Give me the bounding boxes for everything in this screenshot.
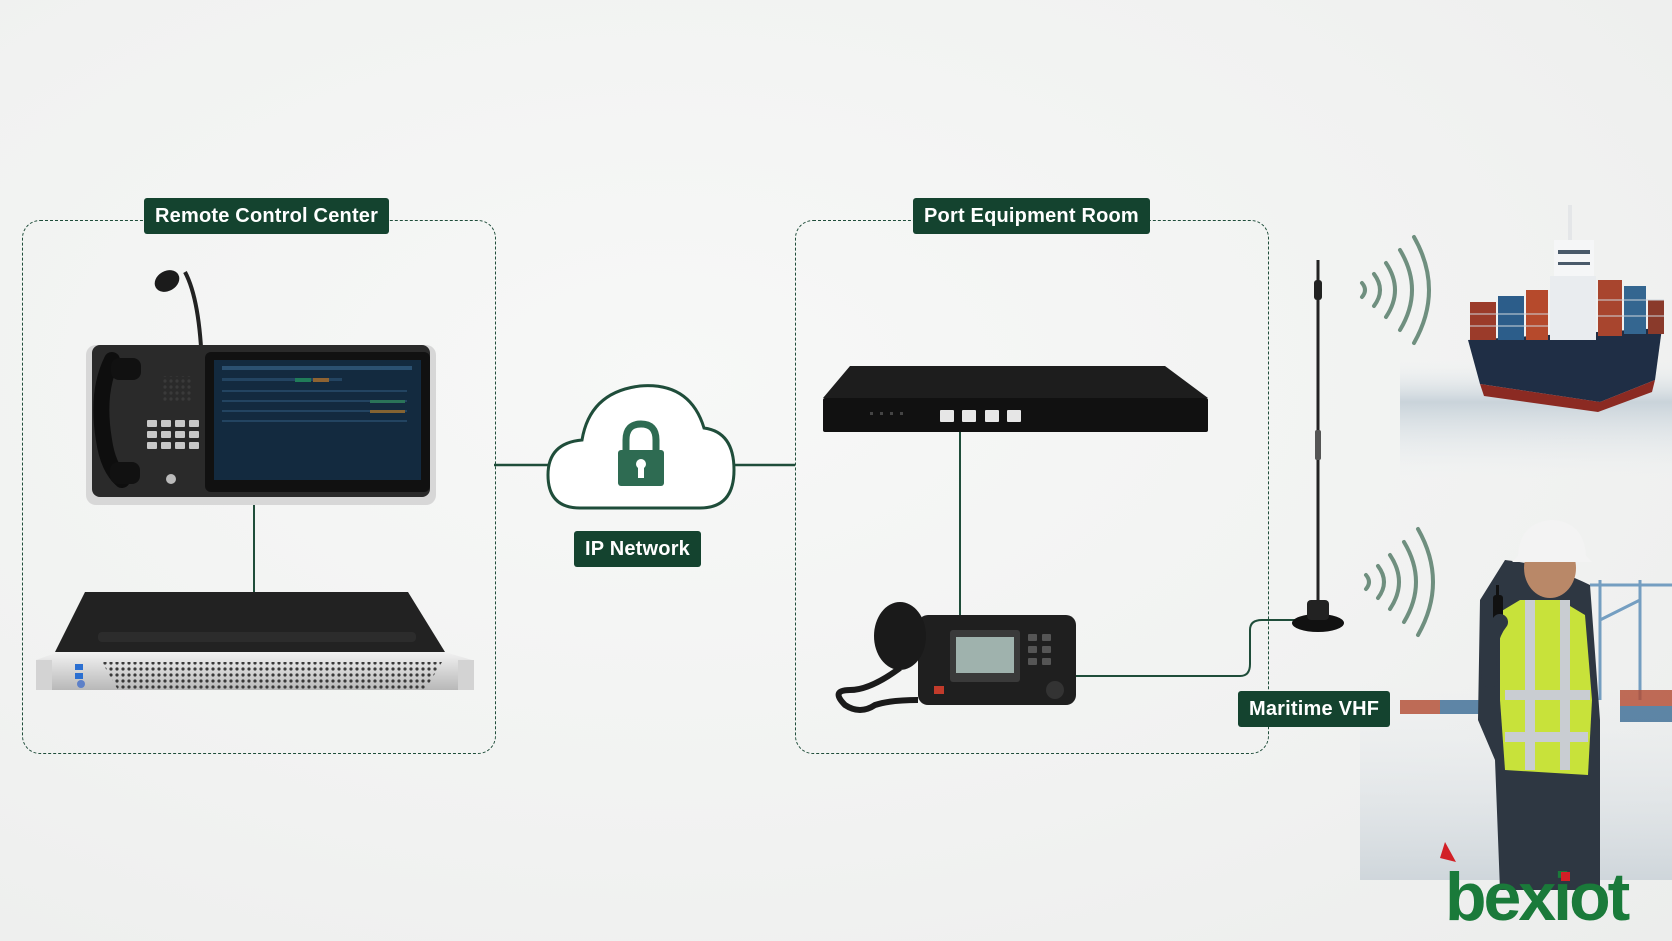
- maritime-vhf-label: Maritime VHF: [1238, 691, 1391, 727]
- vhf-radio: [835, 602, 1076, 713]
- bexiot-logo: bexiot: [1440, 842, 1633, 935]
- remote-control-center-label: Remote Control Center: [144, 198, 390, 234]
- ip-gateway: [823, 366, 1208, 432]
- radio-to-antenna-cable: [1075, 619, 1300, 677]
- container-ship: [1400, 205, 1672, 480]
- signal-waves-worker: [1364, 527, 1435, 637]
- port-worker: [1478, 520, 1600, 890]
- cloud-icon: [546, 384, 736, 510]
- signal-waves-ship: [1360, 235, 1431, 345]
- lock-icon: [618, 420, 664, 486]
- port-equipment-room-label: Port Equipment Room: [913, 198, 1150, 234]
- rack-server: [36, 592, 474, 690]
- logo-wordmark: bexiot: [1445, 859, 1630, 935]
- dispatch-console: [86, 270, 436, 505]
- ip-network-label: IP Network: [574, 531, 701, 567]
- vhf-antenna: [1292, 260, 1344, 632]
